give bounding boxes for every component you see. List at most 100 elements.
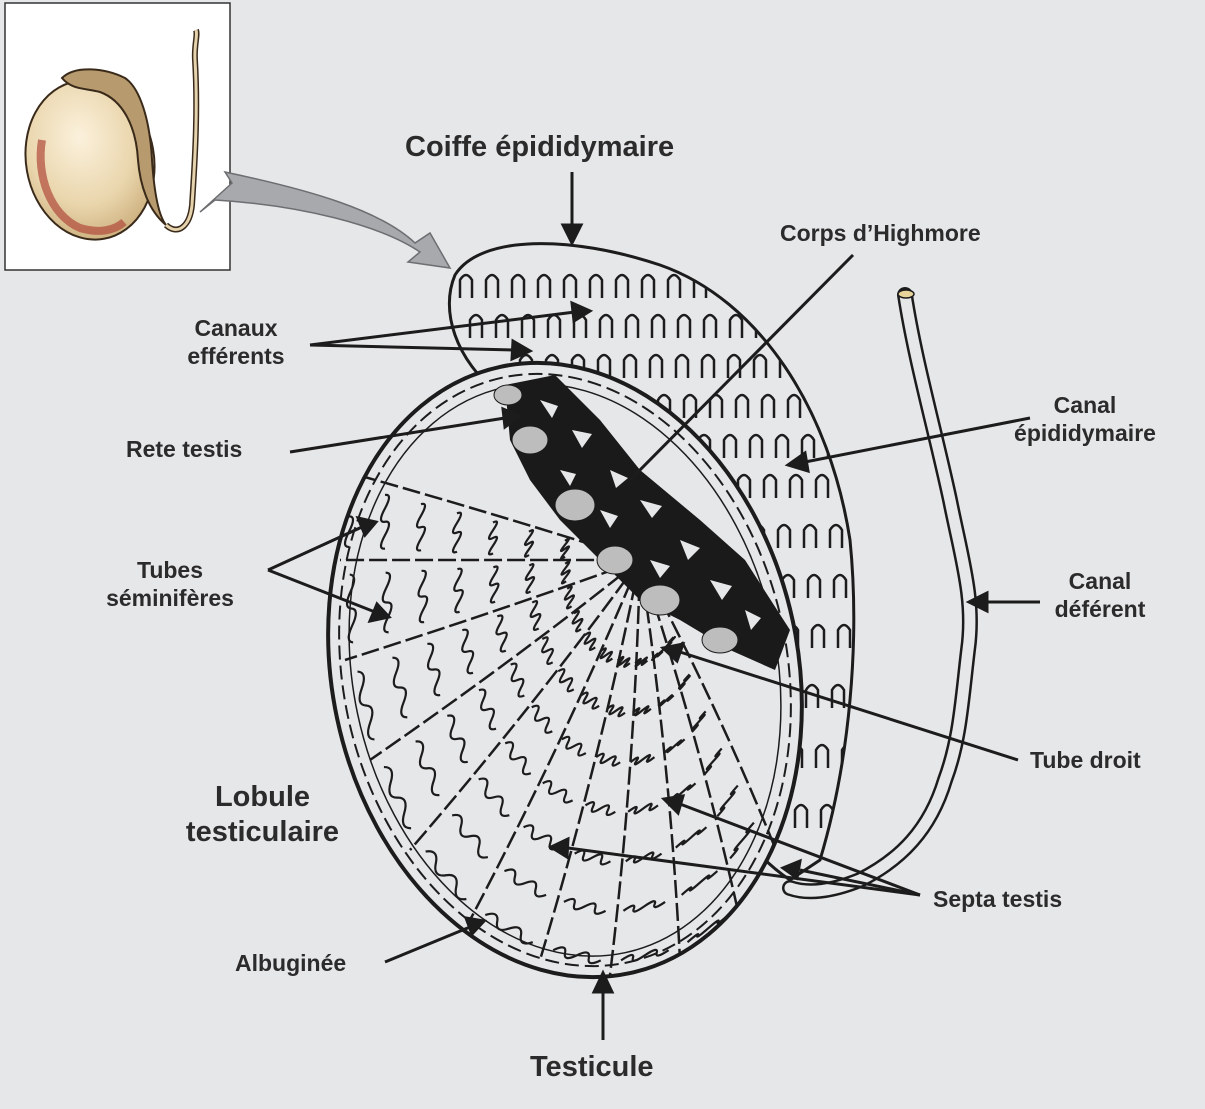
epididymal-duct-loop [802, 523, 818, 548]
epididymal-duct-loop [734, 393, 750, 418]
leader-lines [267, 172, 1040, 1040]
callout-arrow [199, 170, 452, 269]
epididymal-duct-loop [596, 353, 612, 378]
label-line: épididymaire [1014, 419, 1156, 446]
seminiferous-tubule [574, 849, 611, 866]
septum-line [344, 558, 641, 662]
seminiferous-tubule [580, 691, 600, 710]
epididymal-duct-loop [682, 393, 698, 418]
epididymal-duct-loop [774, 433, 790, 458]
epididymal-duct-loop [752, 353, 768, 378]
seminiferous-tubule [595, 752, 621, 767]
seminiferous-tubule [379, 493, 391, 550]
epididymal-duct-loop [804, 683, 820, 708]
seminiferous-tubule [415, 740, 440, 797]
label-corps-highmore: Corps d’Highmore [780, 220, 981, 246]
epididymal-duct-loop [819, 803, 835, 828]
seminiferous-tubule [529, 600, 542, 631]
label-line: Canal [1053, 392, 1117, 418]
seminiferous-tubule [657, 694, 675, 708]
seminiferous-tubule [716, 784, 739, 817]
seminiferous-tubule [524, 563, 536, 594]
epididymal-duct-loop [510, 273, 526, 298]
epididymal-duct-loop [614, 273, 630, 298]
label-canal-deferent: Canal déférent [1030, 568, 1170, 623]
seminiferous-tubule [664, 636, 676, 649]
epididymal-duct-loop [650, 313, 666, 338]
seminiferous-tubule [559, 537, 571, 560]
seminiferous-tubule [663, 738, 686, 754]
epididymal-duct-loop [518, 353, 534, 378]
seminiferous-tubule [620, 948, 670, 962]
seminiferous-tubule [383, 765, 412, 830]
epididymal-duct-loop [806, 573, 822, 598]
seminiferous-tubule [571, 610, 584, 633]
epididymal-duct-loop [726, 353, 742, 378]
epididymal-duct-loop [793, 803, 809, 828]
seminiferous-tubule [560, 560, 571, 585]
label-lobule-testiculaire: Lobule testiculaire [160, 780, 365, 850]
seminiferous-tubule [651, 649, 664, 661]
label-tubes-seminiferes: Tubes séminifères [80, 557, 260, 612]
rete-testis [493, 375, 790, 670]
seminiferous-tubule [453, 567, 464, 614]
seminiferous-tubule [599, 647, 614, 663]
seminiferous-tubule [392, 656, 408, 719]
epididymal-duct-loop [674, 353, 690, 378]
seminiferous-tubule [686, 914, 729, 944]
seminiferous-tubule [425, 850, 467, 901]
septum-line [638, 559, 782, 861]
seminiferous-tubule [504, 868, 547, 898]
seminiferous-tubule [381, 571, 393, 634]
epididymal-duct-loop [800, 433, 816, 458]
seminiferous-tubule [510, 662, 525, 698]
epididymal-duct-loop [484, 273, 500, 298]
epididymal-duct-loop [810, 623, 826, 648]
seminiferous-tubule [584, 801, 616, 817]
seminiferous-tubule [357, 670, 375, 741]
epididymal-duct-loop [676, 313, 692, 338]
label-line: déférent [1054, 595, 1146, 622]
epididymal-duct-loop [722, 433, 738, 458]
label-line: efférents [187, 342, 285, 369]
septum-line [538, 559, 642, 961]
seminiferous-tubule [675, 826, 708, 849]
epididymal-duct-loop [760, 393, 776, 418]
epididymal-duct-loop [828, 523, 844, 548]
seminiferous-tubule [629, 753, 656, 766]
epididymal-duct-loop [840, 473, 854, 498]
seminiferous-tubule [345, 573, 357, 644]
seminiferous-tubule [484, 912, 534, 945]
epididymal-duct-loop [788, 473, 804, 498]
epididymal-duct-loop [700, 353, 716, 378]
label-canal-epididymaire: Canal épididymaire [985, 392, 1185, 447]
epididymal-duct-loop [736, 473, 752, 498]
seminiferous-tubule [447, 714, 468, 764]
seminiferous-tubule [523, 529, 535, 558]
seminiferous-tubule [563, 585, 576, 610]
epididymal-duct-loop [830, 683, 846, 708]
epididymal-duct-loop [468, 313, 484, 338]
seminiferous-tubule [531, 704, 553, 734]
epididymal-duct-loop [836, 623, 852, 648]
seminiferous-tubule [634, 656, 649, 668]
seminiferous-tubule [417, 569, 429, 624]
label-line: Tubes [136, 557, 204, 583]
label-rete-testis: Rete testis [126, 436, 243, 462]
seminiferous-tubule [478, 777, 510, 817]
seminiferous-tubule [677, 673, 691, 691]
seminiferous-tubule [451, 813, 489, 859]
label-testicule: Testicule [530, 1051, 654, 1083]
label-albuginee: Albuginée [235, 950, 347, 976]
seminiferous-tubule [627, 802, 659, 815]
label-coiffe-epididymaire: Coiffe épididymaire [405, 131, 675, 163]
label-line: testiculaire [185, 815, 340, 848]
epididymal-duct-loop [544, 353, 560, 378]
epididymal-duct-loop [762, 473, 778, 498]
seminiferous-tubule [451, 511, 463, 554]
seminiferous-tubule [461, 628, 475, 675]
epididymal-duct-loop [536, 273, 552, 298]
epididymal-duct-loop [562, 273, 578, 298]
